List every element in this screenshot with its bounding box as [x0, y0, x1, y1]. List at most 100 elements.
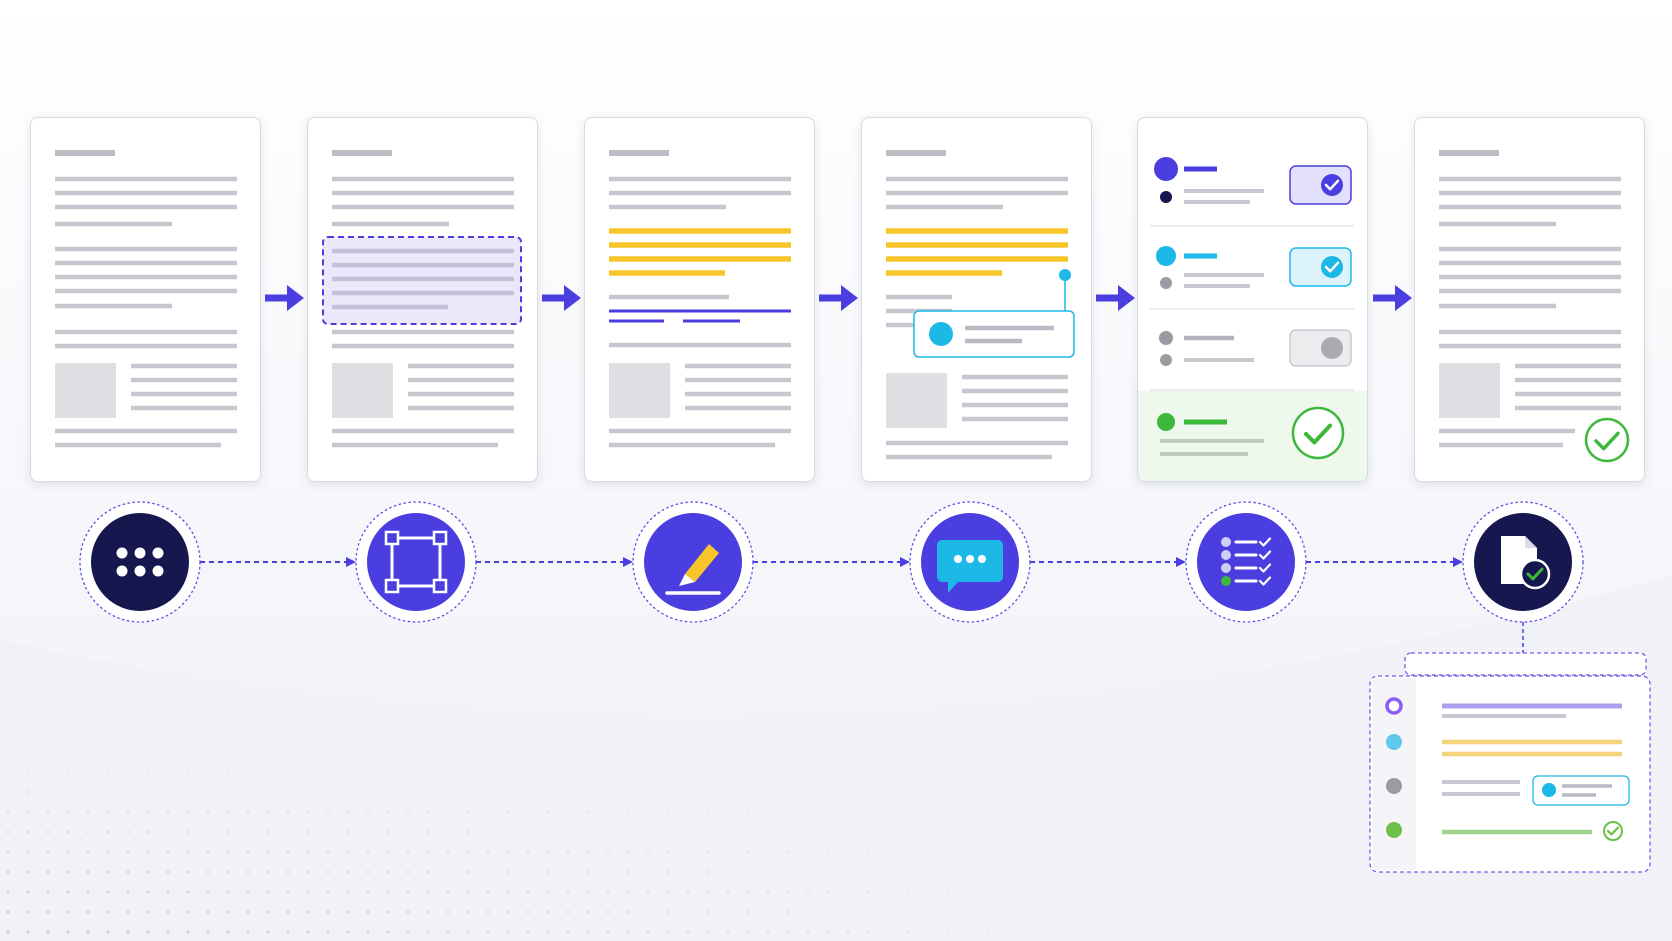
- pattern-dot: [806, 910, 810, 914]
- pattern-dot: [1046, 930, 1050, 934]
- pattern-dot: [66, 910, 70, 914]
- pattern-dot: [386, 810, 390, 814]
- pattern-dot: [86, 770, 90, 774]
- pattern-dot: [946, 930, 950, 934]
- pattern-dot: [526, 790, 530, 794]
- pattern-dot: [286, 850, 290, 854]
- pattern-dot: [986, 890, 990, 894]
- pattern-dot: [646, 830, 650, 834]
- pattern-dot: [866, 910, 870, 914]
- pattern-dot: [526, 770, 530, 774]
- pattern-dot: [206, 890, 210, 894]
- pattern-dot: [706, 910, 710, 914]
- pattern-dot: [326, 790, 330, 794]
- image-placeholder: [886, 373, 947, 428]
- pattern-dot: [366, 830, 370, 834]
- pattern-dot: [566, 870, 570, 874]
- pattern-dot: [406, 890, 410, 894]
- pattern-dot: [946, 870, 950, 874]
- pattern-dot: [186, 750, 190, 754]
- pattern-dot: [166, 850, 170, 854]
- pattern-dot: [926, 810, 930, 814]
- pattern-dot: [766, 810, 770, 814]
- pattern-dot: [1006, 850, 1010, 854]
- pattern-dot: [346, 870, 350, 874]
- flow-arrow: [1373, 285, 1412, 311]
- pattern-dot: [766, 850, 770, 854]
- pattern-dot: [966, 810, 970, 814]
- pattern-dot: [306, 850, 310, 854]
- checklist-bullet: [1221, 537, 1231, 547]
- pattern-dot: [446, 790, 450, 794]
- pattern-dot: [466, 770, 470, 774]
- flow-arrow: [265, 285, 304, 311]
- pattern-dot: [486, 770, 490, 774]
- summary-panel: [1369, 622, 1651, 873]
- pattern-dot: [66, 810, 70, 814]
- check-icon: [1304, 423, 1332, 445]
- dot-pattern: [6, 750, 1050, 934]
- pattern-dot: [746, 810, 750, 814]
- pattern-dot: [606, 790, 610, 794]
- pattern-dot: [726, 870, 730, 874]
- review-dot: [1160, 191, 1172, 203]
- check-icon: [1526, 567, 1544, 581]
- pattern-dot: [146, 790, 150, 794]
- chat-dot: [954, 555, 962, 563]
- pattern-dot: [1006, 930, 1010, 934]
- pattern-dot: [226, 790, 230, 794]
- pattern-dot: [826, 790, 830, 794]
- pattern-dot: [966, 890, 970, 894]
- checklist-bullet: [1221, 576, 1231, 586]
- pattern-dot: [146, 810, 150, 814]
- pattern-dot: [146, 930, 150, 934]
- pattern-dot: [806, 870, 810, 874]
- pattern-dot: [726, 790, 730, 794]
- pattern-dot: [486, 890, 490, 894]
- pattern-dot: [986, 930, 990, 934]
- pattern-dot: [526, 830, 530, 834]
- pattern-dot: [866, 830, 870, 834]
- pattern-dot: [106, 930, 110, 934]
- panel-marker-comment: [1386, 778, 1402, 794]
- pattern-dot: [526, 850, 530, 854]
- pattern-dot: [406, 850, 410, 854]
- pattern-dot: [306, 810, 310, 814]
- pattern-dot: [66, 830, 70, 834]
- pattern-dot: [146, 890, 150, 894]
- pattern-dot: [786, 890, 790, 894]
- pattern-dot: [66, 850, 70, 854]
- pattern-dot: [926, 830, 930, 834]
- pattern-dot: [206, 870, 210, 874]
- pattern-dot: [166, 790, 170, 794]
- pattern-dot: [466, 790, 470, 794]
- chat-bubble: [937, 540, 1003, 593]
- pattern-dot: [766, 790, 770, 794]
- panel-marker-highlight: [1386, 734, 1402, 750]
- pattern-dot: [826, 930, 830, 934]
- checklist-check: [1258, 576, 1272, 586]
- check-icon: [1594, 431, 1620, 451]
- pattern-dot: [666, 930, 670, 934]
- pattern-dot: [266, 790, 270, 794]
- pattern-dot: [186, 830, 190, 834]
- pattern-dot: [266, 930, 270, 934]
- pattern-dot: [386, 830, 390, 834]
- pattern-dot: [226, 910, 230, 914]
- pattern-dot: [66, 930, 70, 934]
- pattern-dot: [486, 790, 490, 794]
- flow-arrow: [1096, 285, 1135, 311]
- pattern-dot: [886, 930, 890, 934]
- pattern-dot: [666, 830, 670, 834]
- pattern-dot: [606, 930, 610, 934]
- pattern-dot: [546, 910, 550, 914]
- pattern-dot: [446, 870, 450, 874]
- pattern-dot: [306, 770, 310, 774]
- pattern-dot: [106, 890, 110, 894]
- pattern-dot: [186, 890, 190, 894]
- pattern-dot: [506, 830, 510, 834]
- pattern-dot: [806, 810, 810, 814]
- pattern-dot: [226, 810, 230, 814]
- pattern-dot: [726, 910, 730, 914]
